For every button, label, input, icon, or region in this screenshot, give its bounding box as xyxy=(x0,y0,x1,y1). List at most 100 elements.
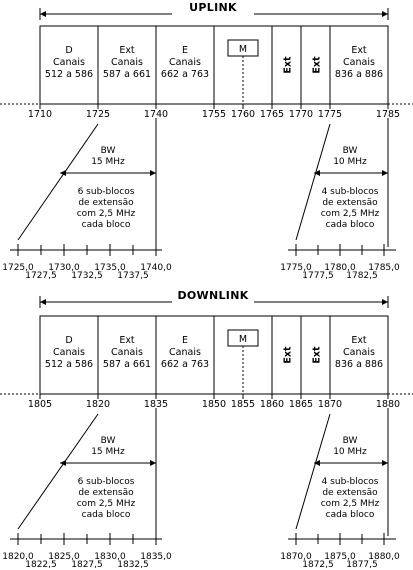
detail-tick-label-minor: 1782,5 xyxy=(346,271,378,281)
detail-tick-label-minor: 1777,5 xyxy=(302,271,334,281)
band-title: DOWNLINK xyxy=(177,289,248,302)
detail-tick-label-minor: 1727,5 xyxy=(25,271,57,281)
freq-label: 1770 xyxy=(289,109,313,120)
detail-tick-label: 1730,0 xyxy=(48,263,80,273)
block-name: E xyxy=(182,335,188,346)
bw-label: BW xyxy=(343,436,358,446)
bw-arrow-right xyxy=(382,460,388,466)
block-name: E xyxy=(182,45,188,56)
block-channels-label: Canais xyxy=(53,347,85,358)
band-arrow-right xyxy=(382,11,388,17)
bw-arrow-left xyxy=(60,460,66,466)
detail-description: cada bloco xyxy=(326,510,375,520)
block-name: M xyxy=(239,334,247,345)
block-name: Ext xyxy=(119,45,135,56)
freq-label: 1835 xyxy=(144,399,168,410)
block-name: M xyxy=(239,44,247,55)
zoom-connector-left xyxy=(17,413,99,530)
detail-tick-label-minor: 1877,5 xyxy=(346,560,378,570)
detail-tick-label: 1830,0 xyxy=(94,552,126,562)
block-channels-label: Canais xyxy=(111,347,143,358)
detail-tick-label-minor: 1872,5 xyxy=(302,560,334,570)
band-title: UPLINK xyxy=(189,1,237,14)
freq-label: 1775 xyxy=(318,109,342,120)
block-channels-label: Canais xyxy=(343,347,375,358)
block-channels-label: Canais xyxy=(343,57,375,68)
freq-label: 1755 xyxy=(202,109,226,120)
freq-label: 1860 xyxy=(260,399,284,410)
block-channels-range: 587 a 661 xyxy=(103,69,151,80)
band-arrow-left xyxy=(40,299,46,305)
bw-arrow-left xyxy=(314,170,320,176)
freq-label: 1760 xyxy=(231,109,255,120)
bw-value: 15 MHz xyxy=(91,157,125,167)
block-name-vertical: Ext xyxy=(283,346,294,364)
detail-tick-label: 1870,0 xyxy=(280,552,312,562)
detail-tick-label-minor: 1827,5 xyxy=(71,560,103,570)
zoom-connector-right xyxy=(295,123,331,241)
block-channels-label: Canais xyxy=(169,57,201,68)
bw-arrow-right xyxy=(150,170,156,176)
block-name-vertical: Ext xyxy=(312,346,323,364)
freq-label: 1865 xyxy=(289,399,313,410)
detail-description: com 2,5 MHz xyxy=(321,209,380,219)
detail-description: 4 sub-blocos xyxy=(322,477,379,487)
detail-tick-label: 1875,0 xyxy=(324,552,356,562)
freq-label: 1880 xyxy=(376,399,400,410)
detail-description: com 2,5 MHz xyxy=(77,499,136,509)
detail-tick-label: 1880,0 xyxy=(368,552,400,562)
detail-description: de extensão xyxy=(322,488,378,498)
detail-description: de extensão xyxy=(78,198,134,208)
detail-tick-label-minor: 1732,5 xyxy=(71,271,103,281)
freq-label: 1850 xyxy=(202,399,226,410)
bw-label: BW xyxy=(101,436,116,446)
block-channels-range: 662 a 763 xyxy=(161,359,209,370)
bw-arrow-right xyxy=(382,170,388,176)
block-name: Ext xyxy=(351,45,367,56)
detail-tick-label-minor: 1822,5 xyxy=(25,560,57,570)
freq-label: 1710 xyxy=(28,109,52,120)
freq-label: 1820 xyxy=(86,399,110,410)
block-name: D xyxy=(65,45,72,56)
block-channels-range: 836 a 886 xyxy=(335,69,383,80)
detail-description: cada bloco xyxy=(326,220,375,230)
zoom-connector-right xyxy=(295,413,331,530)
detail-description: com 2,5 MHz xyxy=(77,209,136,219)
detail-tick-label: 1785,0 xyxy=(368,263,400,273)
detail-tick-label-minor: 1832,5 xyxy=(117,560,149,570)
detail-tick-label: 1725,0 xyxy=(2,263,34,273)
bw-label: BW xyxy=(101,146,116,156)
detail-tick-label-minor: 1737,5 xyxy=(117,271,149,281)
freq-label: 1785 xyxy=(376,109,400,120)
bw-arrow-right xyxy=(150,460,156,466)
block-name: Ext xyxy=(119,335,135,346)
freq-label: 1725 xyxy=(86,109,110,120)
block-channels-range: 587 a 661 xyxy=(103,359,151,370)
detail-description: cada bloco xyxy=(82,220,131,230)
detail-description: cada bloco xyxy=(82,510,131,520)
block-name-vertical: Ext xyxy=(312,56,323,74)
detail-description: 4 sub-blocos xyxy=(322,187,379,197)
detail-description: de extensão xyxy=(322,198,378,208)
detail-description: 6 sub-blocos xyxy=(78,477,135,487)
detail-description: 6 sub-blocos xyxy=(78,187,135,197)
detail-tick-label: 1835,0 xyxy=(140,552,172,562)
block-channels-label: Canais xyxy=(169,347,201,358)
detail-tick-label: 1820,0 xyxy=(2,552,34,562)
detail-description: de extensão xyxy=(78,488,134,498)
block-channels-range: 512 a 586 xyxy=(45,69,93,80)
freq-label: 1765 xyxy=(260,109,284,120)
bw-value: 15 MHz xyxy=(91,447,125,457)
block-channels-range: 836 a 886 xyxy=(335,359,383,370)
detail-tick-label: 1825,0 xyxy=(48,552,80,562)
freq-label: 1805 xyxy=(28,399,52,410)
block-m-box xyxy=(227,329,259,347)
detail-tick-label: 1740,0 xyxy=(140,263,172,273)
block-name-vertical: Ext xyxy=(283,56,294,74)
freq-label: 1870 xyxy=(318,399,342,410)
detail-tick-label: 1735,0 xyxy=(94,263,126,273)
freq-label: 1855 xyxy=(231,399,255,410)
